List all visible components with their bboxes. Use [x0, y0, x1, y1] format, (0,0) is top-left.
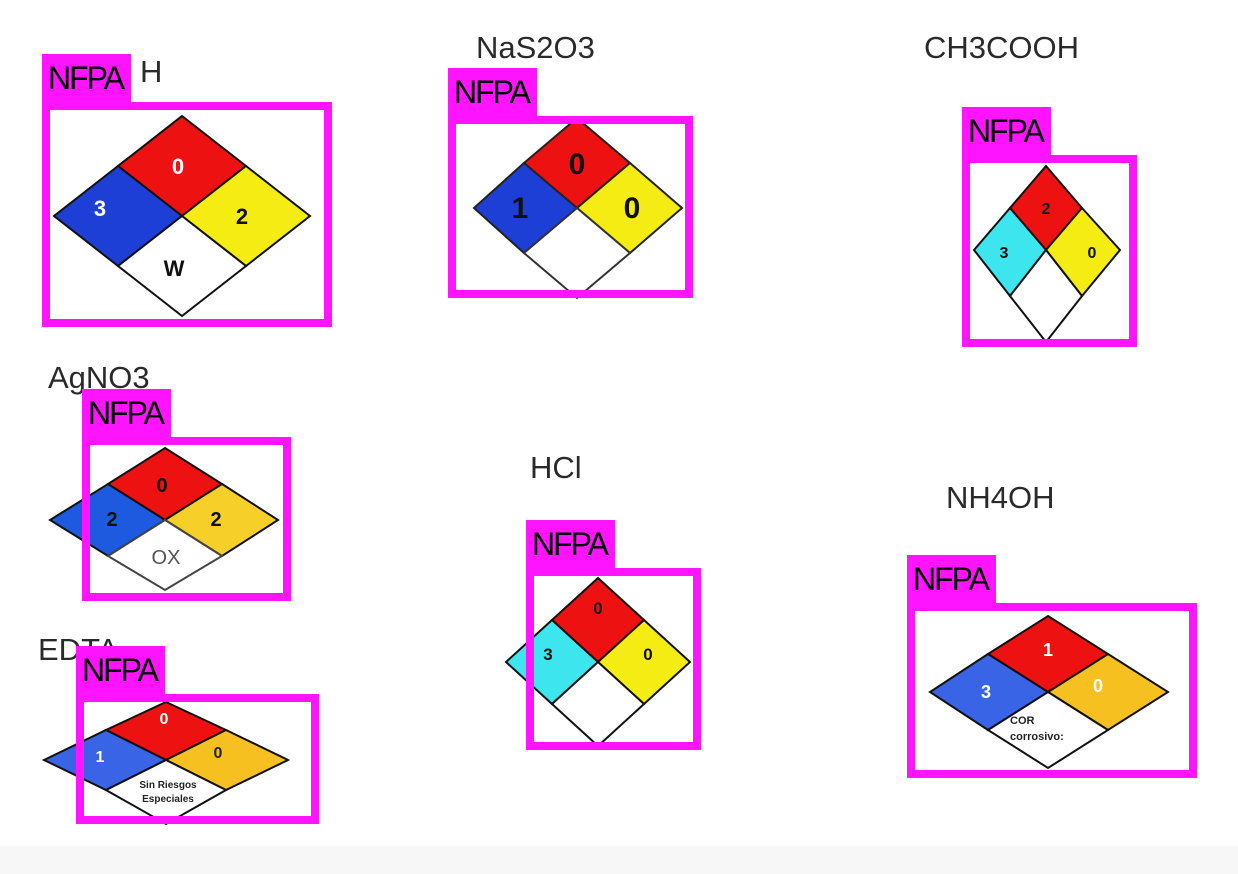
reactivity-rating: 0: [643, 645, 652, 664]
reactivity-rating: 0: [624, 192, 641, 225]
reactivity-rating: 0: [214, 745, 223, 762]
fire-rating: 0: [172, 154, 184, 179]
detection-label: NFPA: [448, 68, 537, 116]
chem-name-nh4oh: NH4OH: [946, 480, 1055, 515]
detection-label: NFPA: [76, 646, 165, 694]
reactivity-rating: 0: [1093, 676, 1103, 696]
special-hazard-line2: Especiales: [142, 794, 194, 805]
detection-label: NFPA: [42, 54, 131, 102]
detection-label: NFPA: [962, 107, 1051, 155]
detection-box: [42, 102, 332, 327]
chem-name-hcl: HCl: [530, 450, 582, 485]
fire-rating: 0: [156, 475, 167, 497]
detection-box: [526, 568, 701, 750]
health-rating: 3: [1000, 245, 1009, 262]
health-rating: 3: [543, 645, 552, 664]
special-hazard: W: [164, 256, 185, 281]
nfpa-diamond-nh4oh: 1 3 0 COR corrosivo:: [928, 612, 1170, 772]
nfpa-diamond-agno3: 0 2 2 OX: [48, 444, 280, 594]
reactivity-rating: 2: [210, 509, 221, 531]
special-hazard: OX: [152, 547, 181, 569]
fire-rating: 0: [160, 711, 169, 728]
nfpa-diamond-ch3cooh: 2 3 0: [972, 162, 1124, 352]
health-rating: 2: [106, 509, 117, 531]
detection-box: [76, 694, 319, 824]
fire-rating: 2: [1042, 201, 1051, 218]
special-hazard-line1: COR: [1010, 715, 1035, 727]
detection-box: [82, 437, 291, 601]
detection-box: [962, 155, 1137, 347]
detection-box: [448, 116, 693, 298]
health-rating: 1: [512, 192, 529, 225]
nfpa-diamond-edta: 0 1 0 Sin Riesgos Especiales: [41, 700, 292, 834]
bottom-strip: [0, 846, 1238, 874]
health-rating: 3: [94, 196, 106, 221]
detection-label: NFPA: [526, 520, 615, 568]
health-rating: 3: [981, 682, 991, 702]
detection-label: NFPA: [82, 389, 171, 437]
reactivity-rating: 2: [236, 204, 248, 229]
chem-name-naoh: H: [140, 54, 163, 89]
chem-name-ch3cooh: CH3COOH: [924, 30, 1080, 65]
chem-name-nas2o3: NaS2O3: [476, 30, 595, 65]
nfpa-diamond-nas2o3: 0 1 0: [472, 116, 684, 300]
fire-rating: 0: [569, 148, 586, 181]
fire-rating: 1: [1043, 640, 1053, 660]
detection-box: [907, 603, 1197, 778]
health-rating: 1: [96, 749, 105, 766]
detection-label: NFPA: [907, 555, 996, 603]
special-hazard-line2: corrosivo:: [1010, 731, 1064, 743]
special-hazard-line1: Sin Riesgos: [139, 780, 197, 791]
reactivity-rating: 0: [1088, 245, 1097, 262]
fire-rating: 0: [593, 599, 602, 618]
nfpa-diamond-naoh: 0 3 2 W: [52, 114, 312, 318]
